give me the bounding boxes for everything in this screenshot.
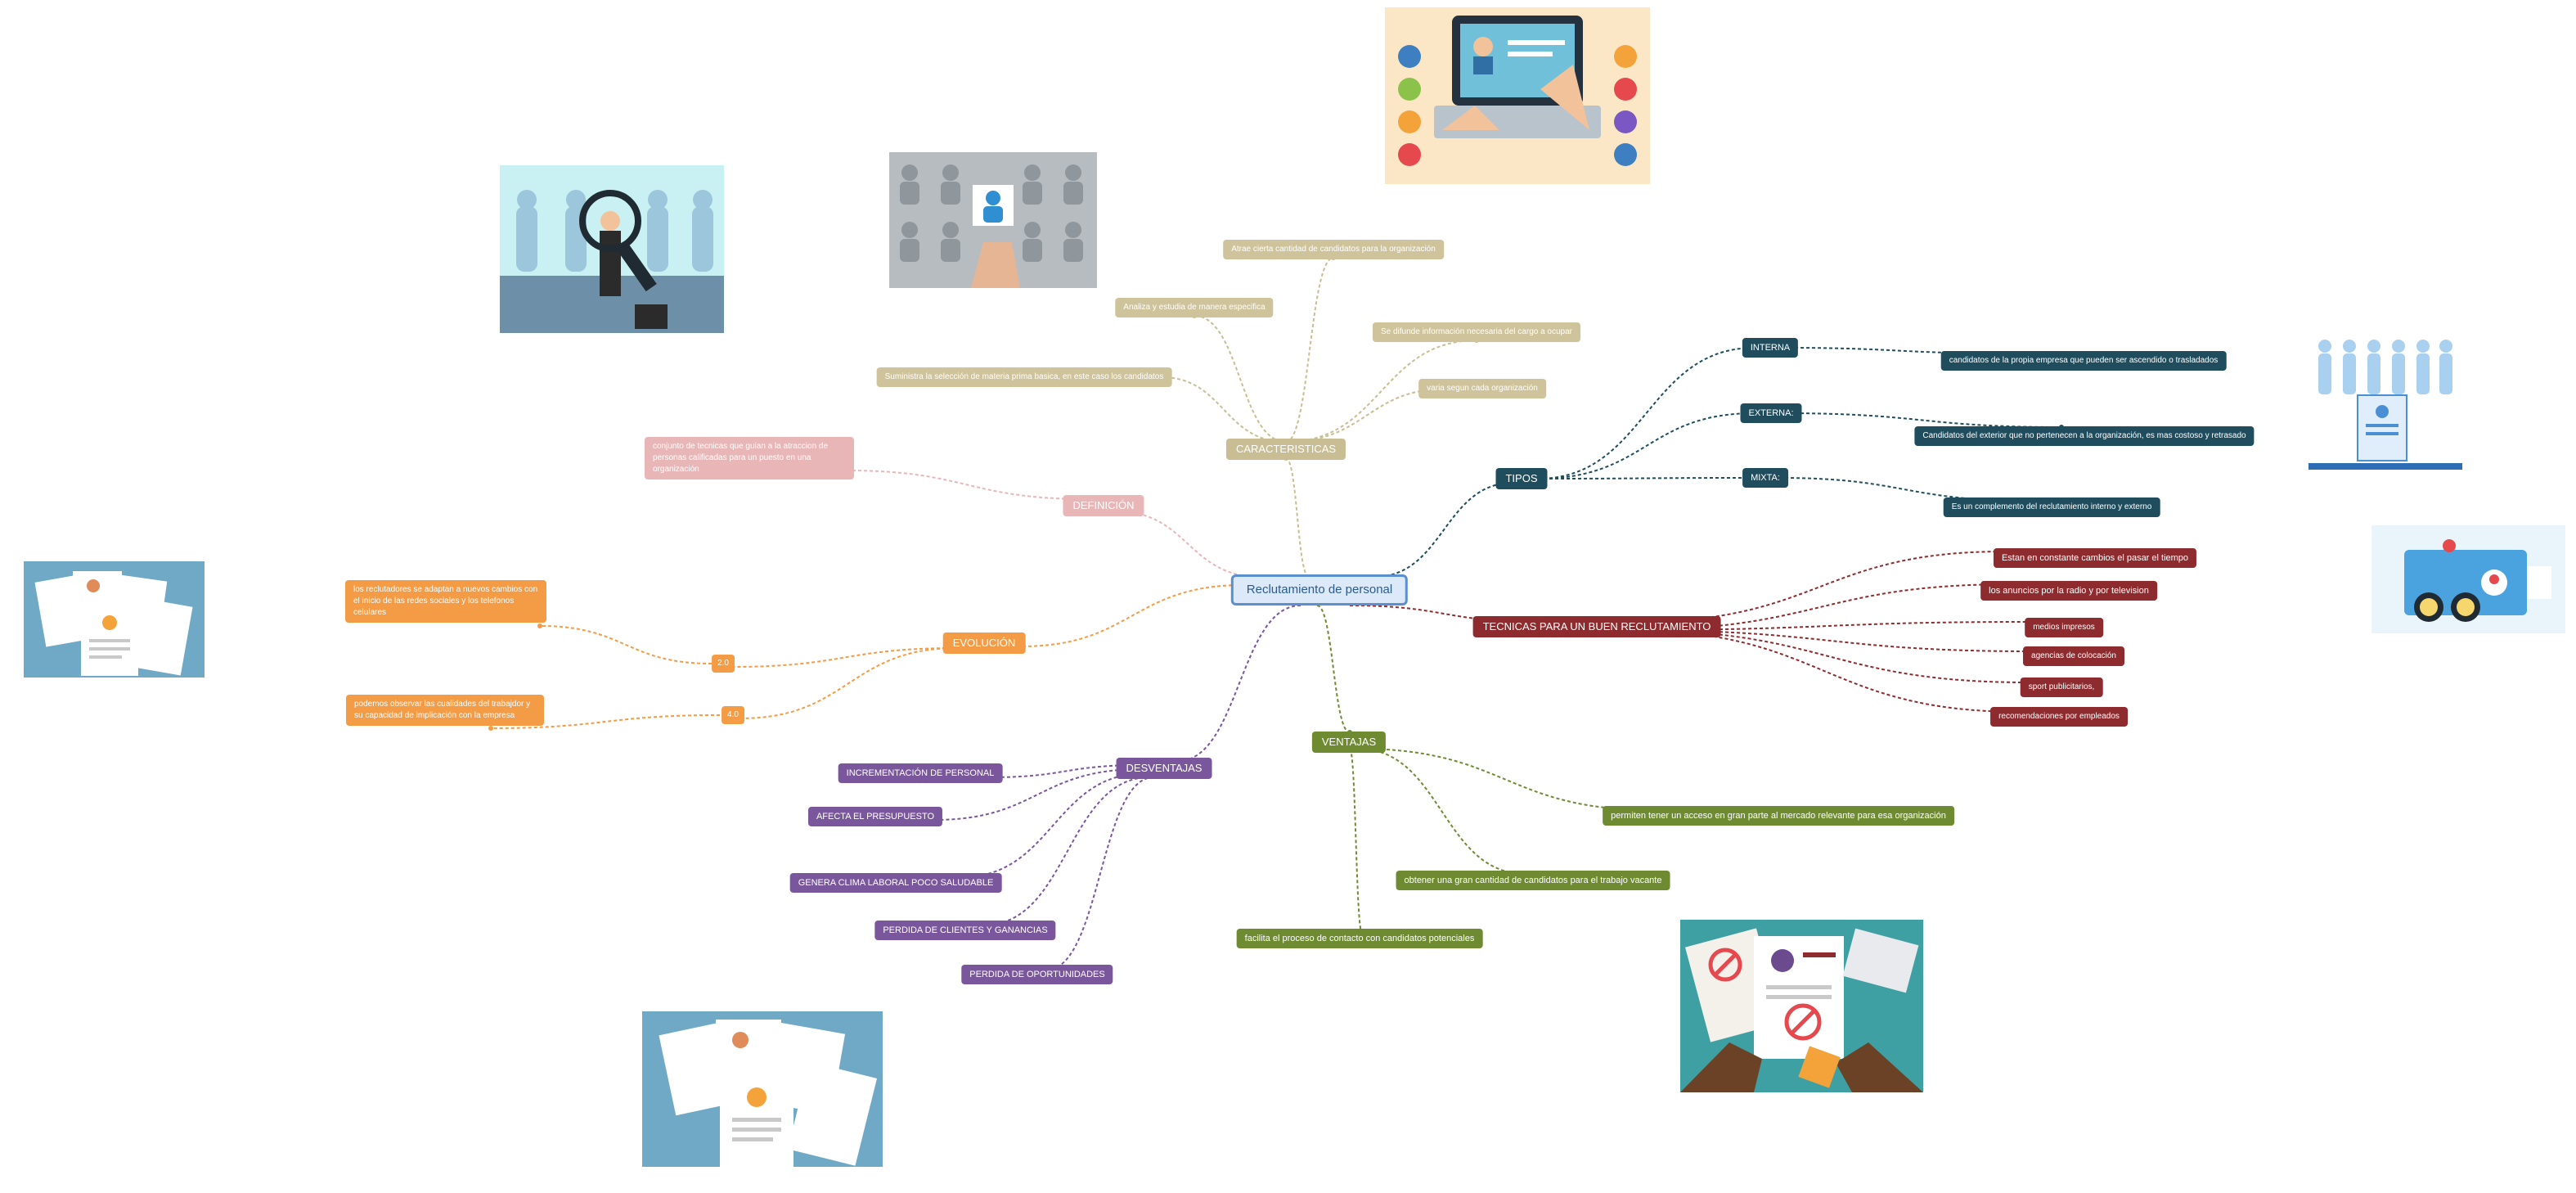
branch-tipos[interactable]: TIPOS [1495,468,1548,489]
desventajas-item[interactable]: INCREMENTACIÓN DE PERSONAL [838,763,1003,783]
desventajas-item[interactable]: GENERA CLIMA LABORAL POCO SALUDABLE [789,873,1002,893]
tipos-item-interna[interactable]: INTERNA [1742,338,1799,358]
ventajas-item[interactable]: permiten tener un acceso en gran parte a… [1603,806,1954,826]
tipos-item-mixta[interactable]: MIXTA: [1742,468,1788,488]
evolucion-item-4-0[interactable]: 4.0 [722,706,744,724]
branch-evolucion[interactable]: EVOLUCIÓN [942,633,1026,654]
connector-line [1316,605,1351,733]
caracteristicas-item[interactable]: Atrae cierta cantidad de candidatos para… [1223,240,1444,259]
connector-line [960,772,1146,878]
rejected-cv-illustration [1680,920,1923,1092]
connector-line [1537,347,1756,479]
tecnicas-item[interactable]: medios impresos [2025,618,2103,637]
tecnicas-item[interactable]: recomendaciones por empleados [1990,707,2128,727]
caracteristicas-item[interactable]: Se difunde información necesaria del car… [1372,322,1581,342]
connector-line [1046,777,1154,970]
blue-people-resume-illustration [2309,334,2462,473]
magnifier-candidate-illustration [500,165,724,333]
branch-caracteristicas[interactable]: CARACTERISTICAS [1225,439,1346,460]
connector-line [1161,376,1287,443]
tipos-detail-mixta[interactable]: Es un complemento del reclutamiento inte… [1943,497,2160,517]
desventajas-item[interactable]: PERDIDA DE CLIENTES Y GANANCIAS [874,921,1056,940]
tipos-item-externa[interactable]: EXTERNA: [1740,403,1802,423]
caracteristicas-item[interactable]: Analiza y estudia de manera especifica [1115,298,1274,317]
connector-line [731,647,958,668]
connector-line [985,777,1150,925]
connector-line [1285,257,1334,443]
ventajas-item[interactable]: facilita el proceso de contacto con cand… [1236,929,1483,948]
connector-line [1627,621,2030,631]
evolucion-detail-2-0[interactable]: los reclutadores se adaptan a nuevos cam… [345,580,546,623]
connector-end-dot [488,726,493,731]
connector-line [1357,748,1526,875]
online-interview-illustration [1385,7,1650,184]
connector-line [1020,584,1244,647]
resume-stack-bottom-illustration [642,1011,883,1167]
branch-desventajas[interactable]: DESVENTAJAS [1116,758,1212,779]
connector-line [1627,629,2021,713]
branch-ventajas[interactable]: VENTAJAS [1311,732,1387,753]
evolucion-detail-4-0[interactable]: podemos observar las cualidades del trab… [346,695,544,726]
connector-line [1349,748,1363,934]
connector-line [1627,629,2034,652]
branch-definicion[interactable]: DEFINICIÓN [1063,495,1144,516]
connector-line [1116,511,1261,578]
connector-line [1537,477,1751,479]
connector-line [1627,629,2030,683]
caracteristicas-item[interactable]: varia segun cada organización [1418,379,1546,398]
tecnicas-item[interactable]: agencias de colocación [2023,646,2124,666]
root-topic[interactable]: Reclutamiento de personal [1230,574,1409,606]
connector-line [1635,551,2005,623]
definicion-detail[interactable]: conjunto de tecnicas que guian a la atra… [645,437,854,479]
tecnicas-item[interactable]: sport publicitarios, [2020,678,2103,697]
connector-line [1537,412,1756,479]
ventajas-item[interactable]: obtener una gran cantidad de candidatos … [1396,871,1670,890]
connector-line [1349,605,1539,623]
connector-line [1194,315,1287,443]
tipos-detail-externa[interactable]: Candidatos del exterior que no pertenece… [1914,426,2255,446]
branch-tecnicas[interactable]: TECNICAS PARA UN BUEN RECLUTAMIENTO [1472,616,1721,637]
connector-line [846,470,1089,500]
binoculars-search-illustration [2371,525,2565,633]
desventajas-item[interactable]: AFECTA EL PRESUPUESTO [807,807,943,826]
connector-line [1783,412,2062,428]
resume-stack-left-illustration [24,561,205,678]
caracteristicas-item[interactable]: Suministra la selección de materia prima… [876,367,1172,387]
desventajas-item[interactable]: PERDIDA DE OPORTUNIDADES [961,965,1113,984]
connector-line [1357,748,1653,811]
tecnicas-item[interactable]: los anuncios por la radio y por televisi… [1980,581,2157,601]
connector-line [1373,482,1514,578]
evolucion-item-2-0[interactable]: 2.0 [712,655,735,673]
connector-line [490,714,721,729]
connector-line [539,625,713,664]
puzzle-people-illustration [889,152,1097,288]
connector-end-dot [537,624,542,628]
connector-line [1177,605,1301,762]
connector-line [1285,340,1477,443]
tecnicas-item[interactable]: Estan en constante cambios el pasar el t… [1993,548,2197,568]
connector-line [933,768,1142,821]
connector-line [740,647,958,719]
tipos-detail-interna[interactable]: candidatos de la propia empresa que pued… [1940,351,2227,371]
connector-line [1285,457,1310,578]
